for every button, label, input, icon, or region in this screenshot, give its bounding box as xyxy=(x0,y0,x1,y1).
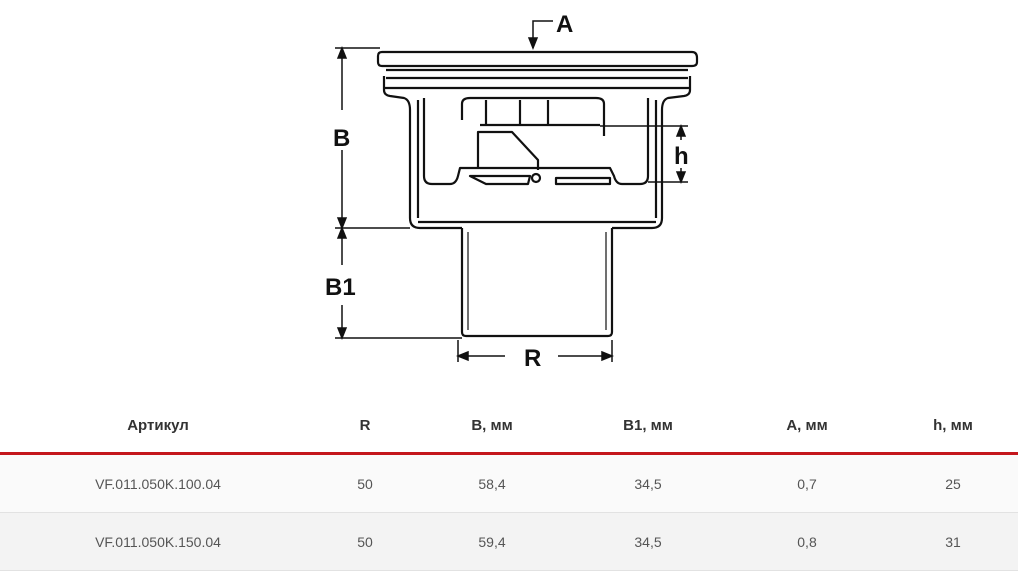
cell-b1: 34,5 xyxy=(570,512,726,571)
cell-r: 50 xyxy=(316,453,414,513)
col-header-r: R xyxy=(316,398,414,455)
dimension-label-b: B xyxy=(333,125,350,152)
col-header-article: Артикул xyxy=(0,398,316,455)
cell-a: 0,8 xyxy=(726,512,888,571)
dimension-label-b1: B1 xyxy=(325,274,356,301)
table-header-row: Артикул R B, мм B1, мм A, мм h, мм xyxy=(0,398,1018,455)
table-row: VF.011.050K.150.04 50 59,4 34,5 0,8 31 xyxy=(0,512,1018,571)
cell-h: 25 xyxy=(888,453,1018,513)
dimension-label-h: h xyxy=(674,143,689,170)
cell-h: 31 xyxy=(888,512,1018,571)
cell-article: VF.011.050K.100.04 xyxy=(0,453,316,513)
drain-technical-drawing: A B B1 R h xyxy=(325,11,699,372)
cell-b1: 34,5 xyxy=(570,453,726,513)
table-row: VF.011.050K.100.04 50 58,4 34,5 0,7 25 xyxy=(0,453,1018,513)
cell-r: 50 xyxy=(316,512,414,571)
dimension-label-r: R xyxy=(524,345,541,372)
dimension-label-a: A xyxy=(556,11,573,38)
col-header-a: A, мм xyxy=(726,398,888,455)
col-header-h: h, мм xyxy=(888,398,1018,455)
cell-b: 58,4 xyxy=(414,453,570,513)
col-header-b: B, мм xyxy=(414,398,570,455)
cell-article: VF.011.050K.150.04 xyxy=(0,512,316,571)
cell-b: 59,4 xyxy=(414,512,570,571)
specs-table: Артикул R B, мм B1, мм A, мм h, мм VF.01… xyxy=(0,398,1018,571)
col-header-b1: B1, мм xyxy=(570,398,726,455)
cell-a: 0,7 xyxy=(726,453,888,513)
